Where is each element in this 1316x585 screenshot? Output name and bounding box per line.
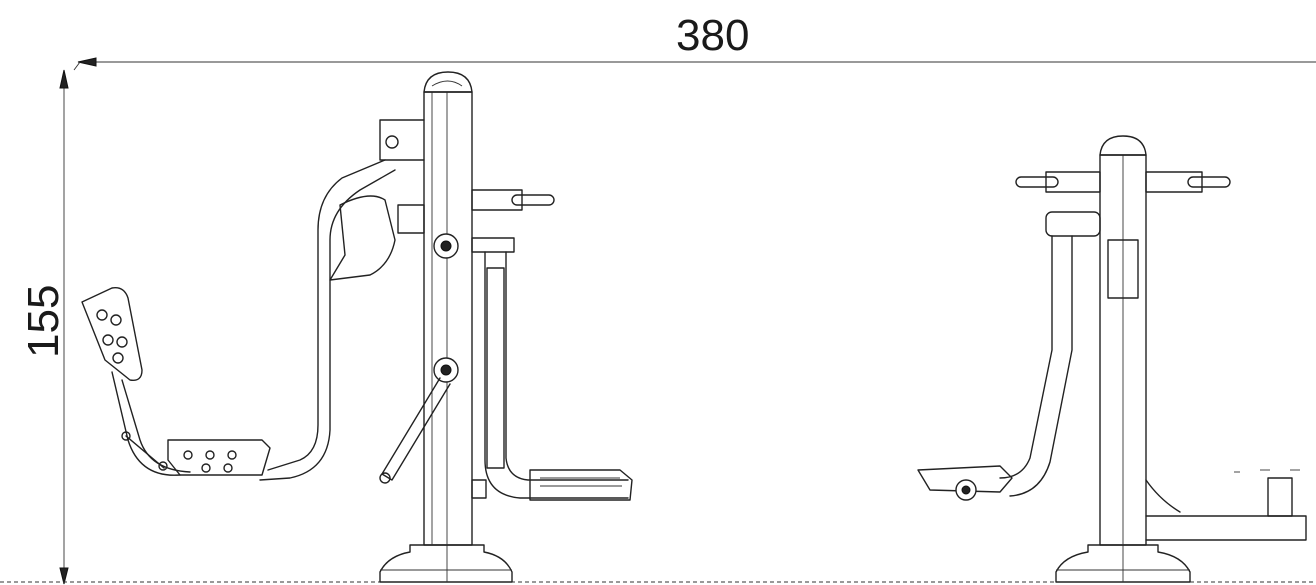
height-dimension-line — [60, 70, 68, 584]
width-dimension-line — [74, 58, 1316, 70]
width-dimension-label: 380 — [676, 11, 750, 60]
right-machine-front-view — [918, 136, 1306, 582]
left-machine-side-view — [82, 72, 632, 582]
